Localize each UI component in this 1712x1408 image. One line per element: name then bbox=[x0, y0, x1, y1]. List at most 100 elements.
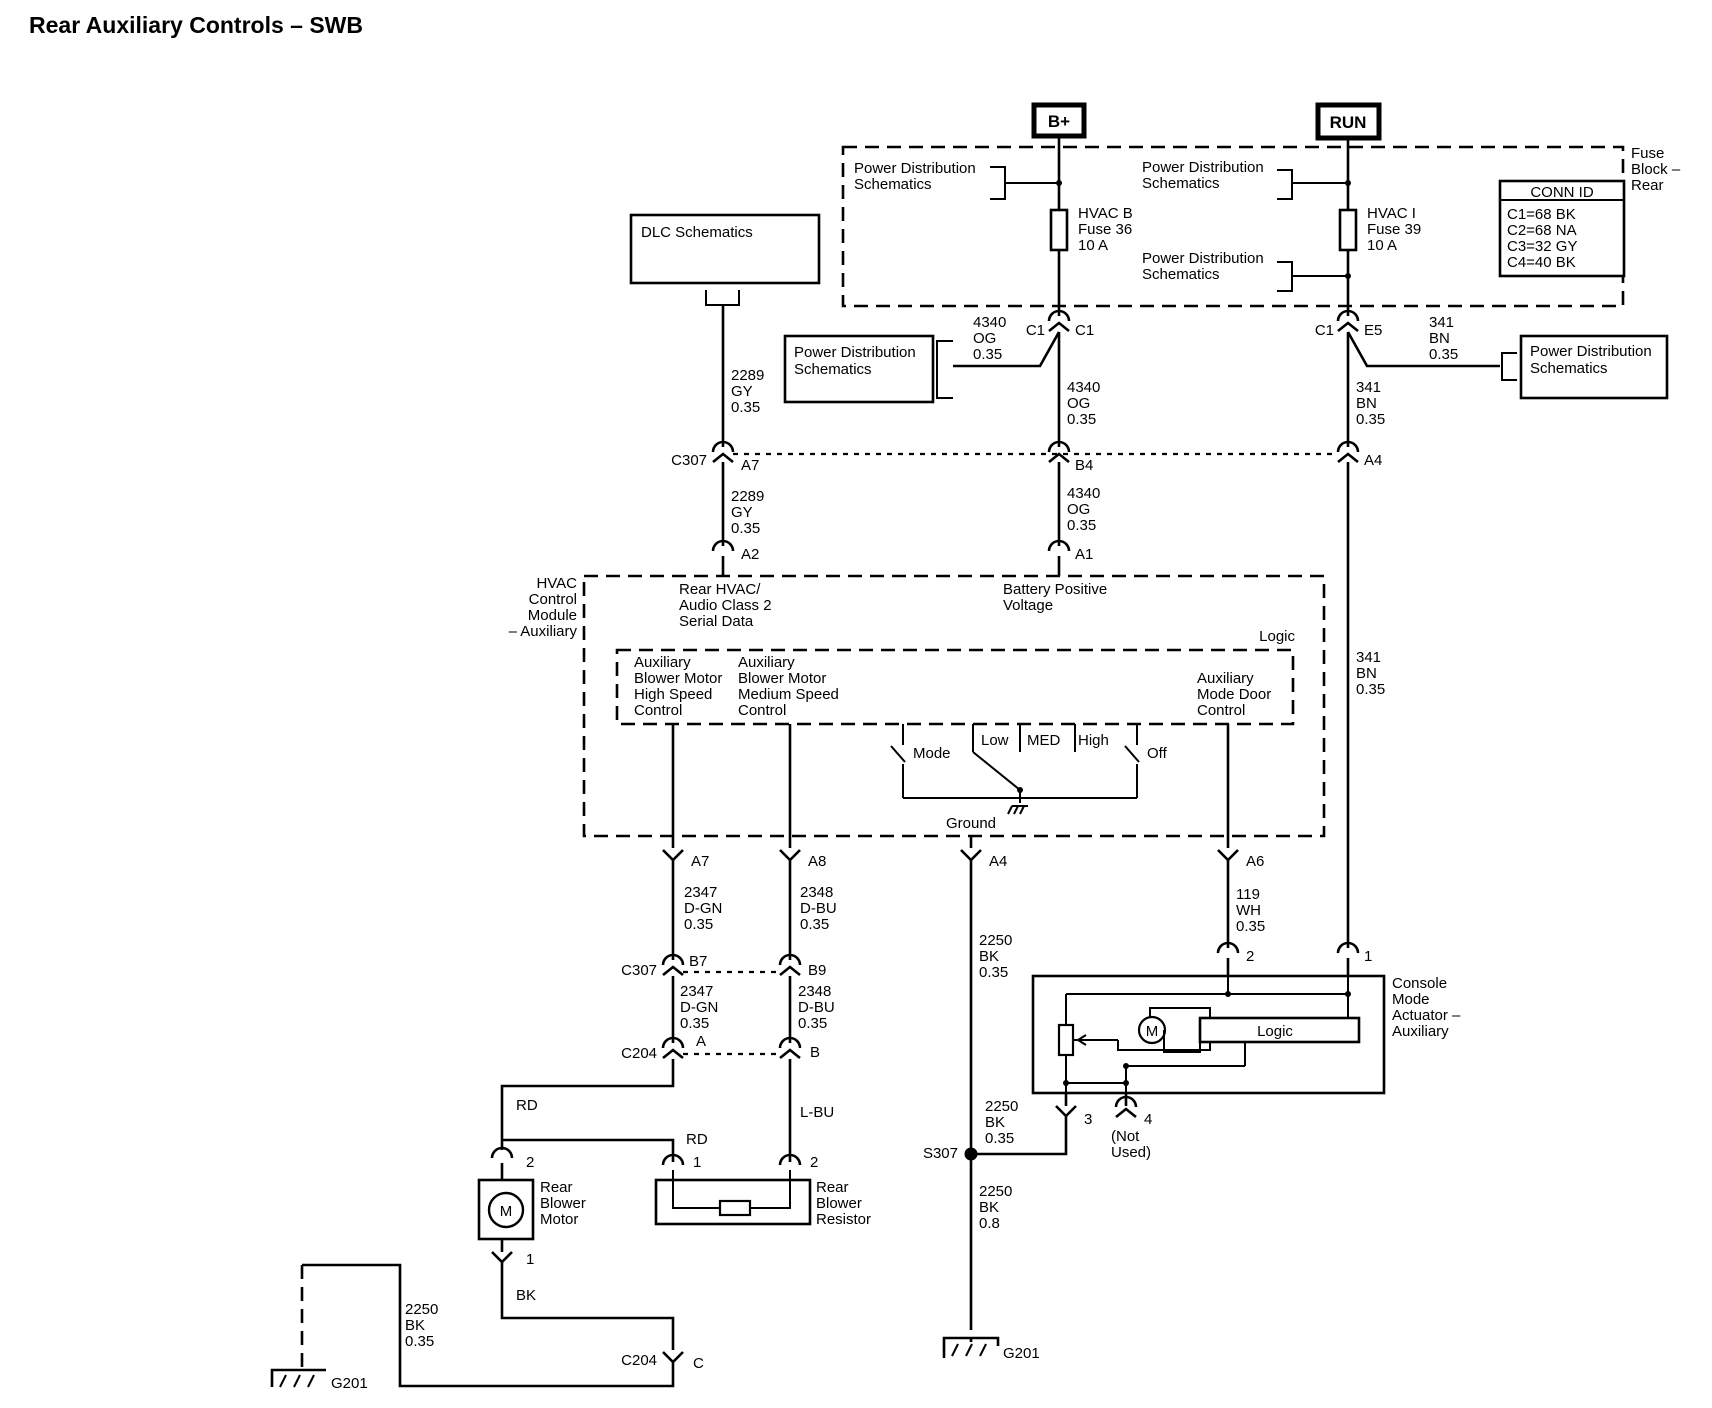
connector-label-c307: C307 bbox=[621, 962, 657, 979]
blower-selector-switch: Mode Low MED High Off bbox=[890, 724, 1168, 815]
logic-label: Logic bbox=[1259, 628, 1295, 645]
pin-label: 2 bbox=[810, 1154, 818, 1171]
pin-label: A2 bbox=[741, 546, 759, 563]
wire-label-bk: BK bbox=[516, 1287, 536, 1304]
fuse-36-symbol bbox=[1049, 208, 1069, 252]
connector-a8 bbox=[778, 848, 802, 862]
ground-g201-right bbox=[942, 1336, 1000, 1358]
ground-g201-left bbox=[270, 1368, 326, 1388]
fuse-39-symbol bbox=[1338, 208, 1358, 252]
pin-label: A8 bbox=[808, 853, 826, 870]
pds-ref-box-right bbox=[1519, 334, 1669, 400]
bplus-label: B+ bbox=[1048, 112, 1070, 131]
connector-a6 bbox=[1216, 848, 1240, 862]
actuator-logic-box bbox=[1198, 1016, 1361, 1044]
pin-label: A1 bbox=[1075, 546, 1093, 563]
switch-low-label: Low bbox=[981, 732, 1009, 749]
run-source: RUN bbox=[1315, 102, 1382, 141]
pin-label: C bbox=[693, 1355, 704, 1372]
ground-label-g201: G201 bbox=[331, 1375, 368, 1392]
pin-label: 3 bbox=[1084, 1111, 1092, 1128]
run-label: RUN bbox=[1330, 113, 1367, 132]
dlc-ref-label: DLC Schematics bbox=[641, 224, 753, 241]
pin-label: B4 bbox=[1075, 457, 1093, 474]
connector-label-c204: C204 bbox=[621, 1352, 657, 1369]
pin-label: A bbox=[696, 1033, 706, 1050]
pin-label: C1 bbox=[1075, 322, 1094, 339]
pin-label: B7 bbox=[689, 953, 707, 970]
pin-label: 1 bbox=[693, 1154, 701, 1171]
bplus-source: B+ bbox=[1031, 102, 1087, 139]
pin-label: B9 bbox=[808, 962, 826, 979]
conn-id-row: C3=32 GY bbox=[1507, 238, 1577, 255]
pin-label: E5 bbox=[1364, 322, 1382, 339]
connector-label-c307: C307 bbox=[671, 452, 707, 469]
page-title: Rear Auxiliary Controls – SWB bbox=[29, 12, 363, 38]
wire-label-rd: RD bbox=[686, 1131, 708, 1148]
wire-label-lbu: L-BU bbox=[800, 1104, 834, 1121]
rear-blower-resistor bbox=[654, 1170, 812, 1226]
pin-label: A4 bbox=[1364, 452, 1382, 469]
conn-id-header: CONN ID bbox=[1530, 184, 1594, 201]
pds-ref-box-left bbox=[783, 334, 935, 404]
connector-motor-1 bbox=[490, 1250, 514, 1264]
connector-label-c204: C204 bbox=[621, 1045, 657, 1062]
rear-blower-motor: M bbox=[477, 1178, 535, 1241]
actuator-motor-label: M bbox=[1146, 1023, 1159, 1040]
motor-symbol: M bbox=[500, 1203, 513, 1220]
switch-off-label: Off bbox=[1147, 745, 1168, 762]
connector-label: C1 bbox=[1026, 322, 1045, 339]
pin-label: A7 bbox=[741, 457, 759, 474]
pin-label: 4 bbox=[1144, 1111, 1152, 1128]
switch-mode-label: Mode bbox=[913, 745, 951, 762]
conn-id-row: C4=40 BK bbox=[1507, 254, 1576, 271]
switch-high-label: High bbox=[1078, 732, 1109, 749]
pin-label: B bbox=[810, 1044, 820, 1061]
connector-c204-c bbox=[661, 1350, 685, 1364]
wire-label-rd: RD bbox=[516, 1097, 538, 1114]
pin-label: 1 bbox=[526, 1251, 534, 1268]
connector-label: C1 bbox=[1315, 322, 1334, 339]
actuator-logic-label: Logic bbox=[1257, 1023, 1293, 1040]
conn-id-row: C1=68 BK bbox=[1507, 206, 1576, 223]
pin-label: A4 bbox=[989, 853, 1007, 870]
conn-id-table: CONN ID C1=68 BK C2=68 NA C3=32 GY C4=40… bbox=[1498, 179, 1626, 278]
switch-med-label: MED bbox=[1027, 732, 1061, 749]
console-mode-actuator: M Logic bbox=[1031, 974, 1386, 1100]
